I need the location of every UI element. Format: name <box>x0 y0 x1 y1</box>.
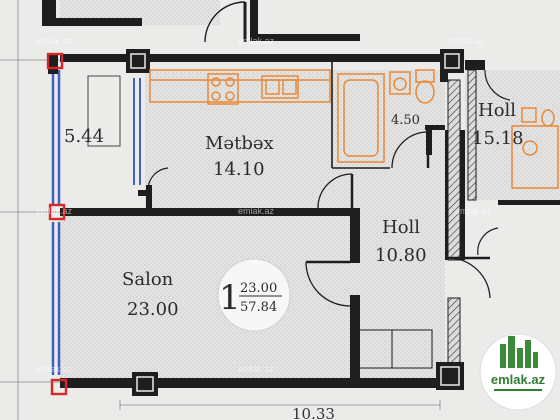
room-name-hall: Holl <box>382 217 420 238</box>
room-area-bathroom: 4.50 <box>391 113 420 128</box>
door-swing-neighbour <box>484 69 511 101</box>
logo-text: emlak.az <box>491 372 546 387</box>
watermark-text: emlak.az <box>448 36 485 46</box>
bathroom-partition <box>331 62 390 169</box>
watermark-text: emlak.az <box>238 206 275 216</box>
watermark-text: emlak.az <box>36 206 73 216</box>
unit-room-count: 1 <box>219 278 241 318</box>
column <box>126 49 150 73</box>
stove-icon <box>207 73 239 105</box>
neighbour-bathroom-fixtures <box>511 107 559 189</box>
door-swing-bathroom <box>391 131 429 169</box>
unit-living-area: 23.00 <box>240 281 277 296</box>
door-swings <box>305 131 491 307</box>
emlak-logo: emlak.az <box>479 333 557 411</box>
door-swing-kitchen <box>317 173 353 209</box>
window-left <box>51 70 61 375</box>
unit-total-area: 57.84 <box>240 300 277 315</box>
building-icon <box>500 336 538 368</box>
room-area-kitchen: 14.10 <box>213 159 265 180</box>
room-name-salon: Salon <box>122 269 174 290</box>
hatched-walls <box>447 69 477 381</box>
watermark-text: emlak.az <box>238 36 275 46</box>
watermarks: emlak.az emlak.az emlak.az emlak.az emla… <box>36 36 492 374</box>
door-swing-salon <box>305 261 351 307</box>
door-swing-upper <box>204 1 246 43</box>
drafting-lines <box>0 0 441 420</box>
upper-unit-walls <box>42 0 360 41</box>
kitchen-counter <box>149 69 331 103</box>
watermark-text: emlak.az <box>238 364 275 374</box>
room-area-hall: 10.80 <box>375 245 427 266</box>
loggia-cabinet <box>87 75 121 147</box>
toilet-icon <box>415 69 435 104</box>
column <box>436 362 464 390</box>
sink-icon <box>261 75 299 99</box>
unit-badge <box>217 258 291 332</box>
room-name-hall-right: Holl <box>478 100 516 121</box>
room-area-hall-right: 15.18 <box>472 128 524 149</box>
room-name-kitchen: Mətbəx <box>205 133 274 154</box>
door-swing-neighbour-lower <box>477 227 499 256</box>
watermark-text: emlak.az <box>36 364 73 374</box>
door-swing-loggia <box>147 167 169 191</box>
column <box>132 372 158 396</box>
window-loggia <box>133 78 141 185</box>
watermark-text: emlak.az <box>36 36 73 46</box>
column <box>440 49 464 73</box>
room-area-salon: 23.00 <box>127 299 179 320</box>
hall-closet <box>351 329 433 369</box>
dimension-bottom: 10.33 <box>292 405 335 420</box>
bathtub-icon <box>337 73 385 163</box>
room-area-loggia: 5.44 <box>64 126 104 147</box>
column-markers <box>46 52 68 396</box>
washbasin-icon <box>389 71 411 95</box>
watermark-text: emlak.az <box>455 206 492 216</box>
columns <box>126 49 464 396</box>
